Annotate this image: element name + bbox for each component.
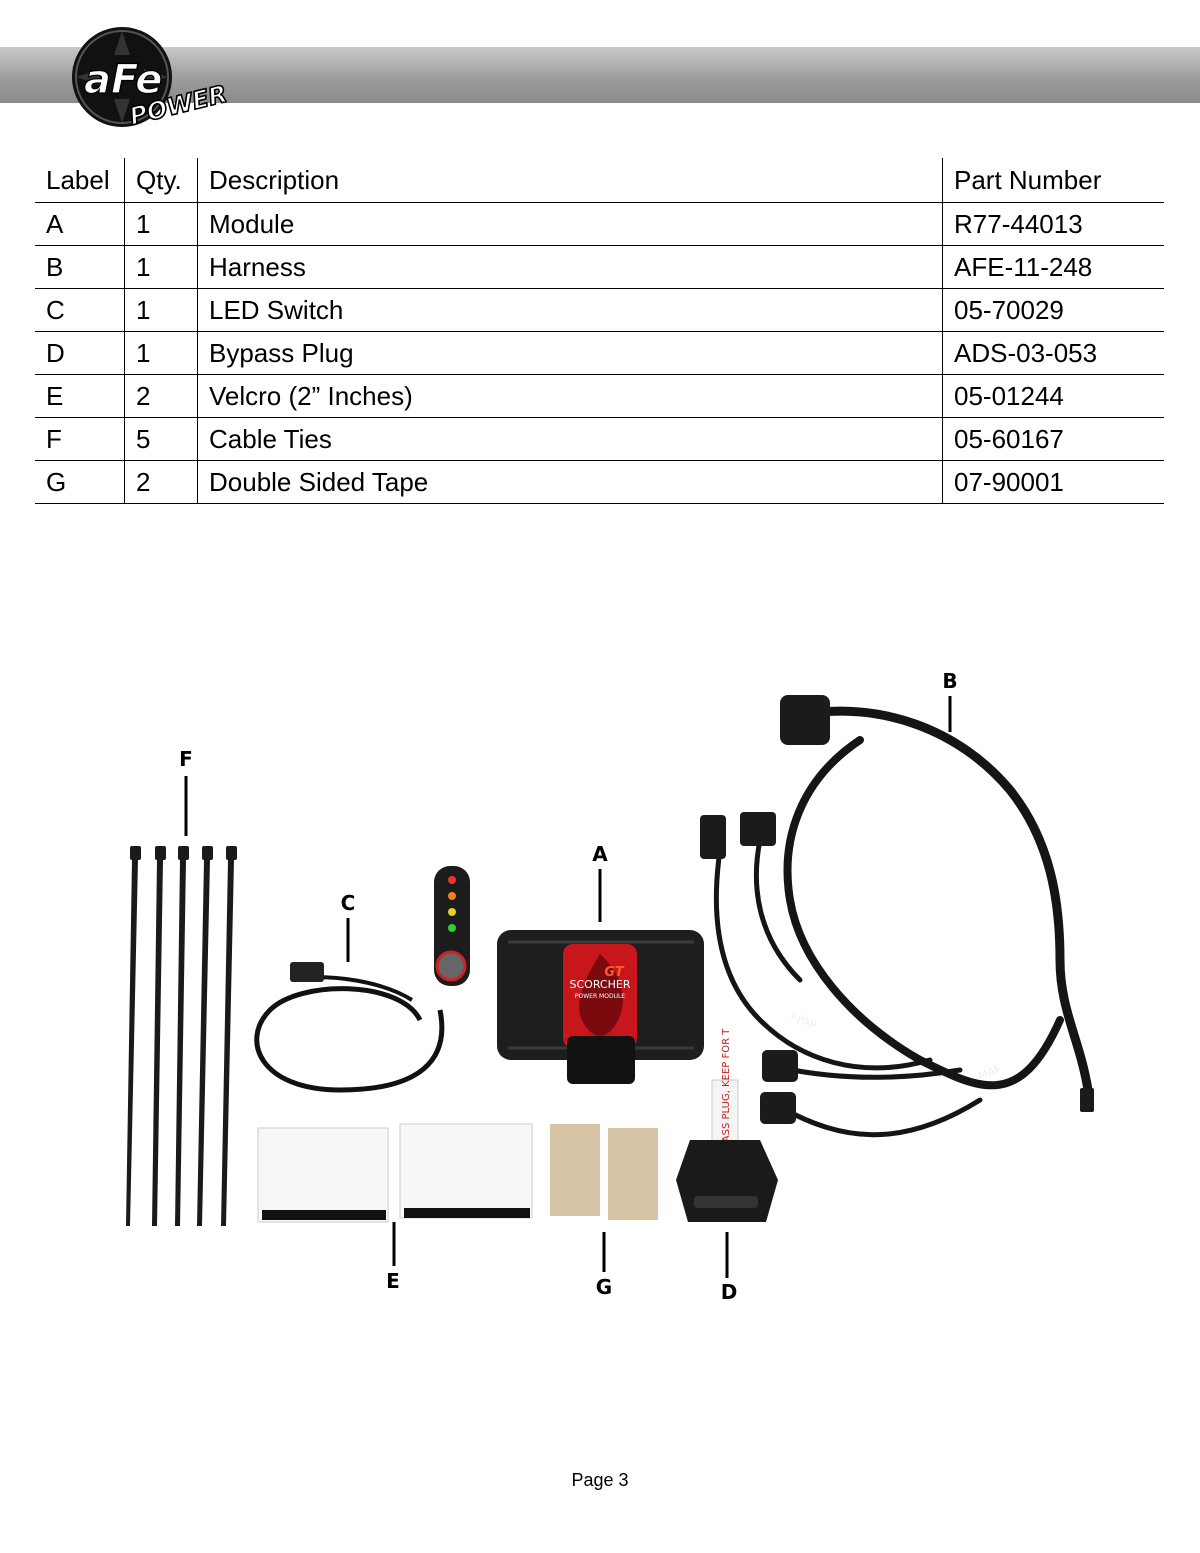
column-header: Qty. — [124, 158, 198, 203]
svg-text:aFe: aFe — [84, 57, 162, 103]
cell-qty: 2 — [124, 374, 198, 418]
wiring-harness: FPAP MAF — [713, 706, 1093, 1138]
power-module: SCORCHER GT POWER MODULE — [497, 930, 704, 1084]
cell-description: Bypass Plug — [197, 331, 943, 375]
table-row: A 1 Module R77-44013 — [35, 202, 1164, 246]
table-row: B 1 Harness AFE-11-248 — [35, 245, 1164, 289]
velcro-strips — [257, 1123, 533, 1223]
double-sided-tape — [550, 1124, 658, 1220]
cell-description: LED Switch — [197, 288, 943, 332]
cell-description: Module — [197, 202, 943, 246]
cell-description: Velcro (2” Inches) — [197, 374, 943, 418]
table-row: G 2 Double Sided Tape 07-90001 — [35, 460, 1164, 504]
cell-label: B — [35, 245, 125, 289]
cell-part-number: 05-60167 — [942, 417, 1164, 461]
parts-table: Label Qty. Description Part Number A 1 M… — [35, 158, 1164, 504]
harness-tag-maf: MAF — [977, 1063, 1003, 1083]
cell-qty: 2 — [124, 460, 198, 504]
cable-ties — [126, 846, 237, 1226]
cell-qty: 5 — [124, 417, 198, 461]
cell-label: F — [35, 417, 125, 461]
led-switch — [254, 866, 470, 1093]
cell-qty: 1 — [124, 202, 198, 246]
plug-tag-text: BYPASS PLUG, KEEP FOR T — [721, 1028, 732, 1160]
harness-tag-fpap: FPAP — [789, 1011, 819, 1032]
cell-qty: 1 — [124, 245, 198, 289]
bypass-plug: BYPASS PLUG, KEEP FOR T — [676, 1028, 778, 1222]
harness-connectors — [700, 695, 1094, 1124]
column-header: Part Number — [942, 158, 1164, 203]
module-brand: SCORCHER — [570, 978, 631, 991]
afe-power-logo: aFe POWER — [72, 27, 231, 132]
cell-qty: 1 — [124, 288, 198, 332]
cell-label: G — [35, 460, 125, 504]
cell-description: Double Sided Tape — [197, 460, 943, 504]
table-row: F 5 Cable Ties 05-60167 — [35, 417, 1164, 461]
cell-part-number: 05-70029 — [942, 288, 1164, 332]
module-model: GT — [604, 965, 624, 980]
column-header: Description — [197, 158, 943, 203]
callout-f: F — [179, 747, 193, 771]
cell-label: A — [35, 202, 125, 246]
cell-description: Harness — [197, 245, 943, 289]
callout-a: A — [592, 842, 608, 866]
cell-part-number: R77-44013 — [942, 202, 1164, 246]
cell-part-number: 07-90001 — [942, 460, 1164, 504]
cell-description: Cable Ties — [197, 417, 943, 461]
header-band — [0, 47, 1200, 103]
cell-part-number: ADS-03-053 — [942, 331, 1164, 375]
callout-d: D — [721, 1280, 738, 1304]
cell-label: C — [35, 288, 125, 332]
callout-g: G — [596, 1275, 612, 1299]
kit-contents-photo: F C A B E G D — [126, 669, 1094, 1304]
callout-c: C — [341, 891, 356, 915]
cell-label: D — [35, 331, 125, 375]
cell-label: E — [35, 374, 125, 418]
table-row: C 1 LED Switch 05-70029 — [35, 288, 1164, 332]
table-row: E 2 Velcro (2” Inches) 05-01244 — [35, 374, 1164, 418]
table-row: D 1 Bypass Plug ADS-03-053 — [35, 331, 1164, 375]
callout-b: B — [942, 669, 957, 693]
module-sub: POWER MODULE — [575, 993, 625, 1000]
callout-e: E — [386, 1269, 400, 1293]
page-number: Page 3 — [571, 1470, 629, 1490]
column-header: Label — [35, 158, 125, 203]
table-header-row: Label Qty. Description Part Number — [35, 158, 1164, 203]
cell-qty: 1 — [124, 331, 198, 375]
cell-part-number: 05-01244 — [942, 374, 1164, 418]
cell-part-number: AFE-11-248 — [942, 245, 1164, 289]
